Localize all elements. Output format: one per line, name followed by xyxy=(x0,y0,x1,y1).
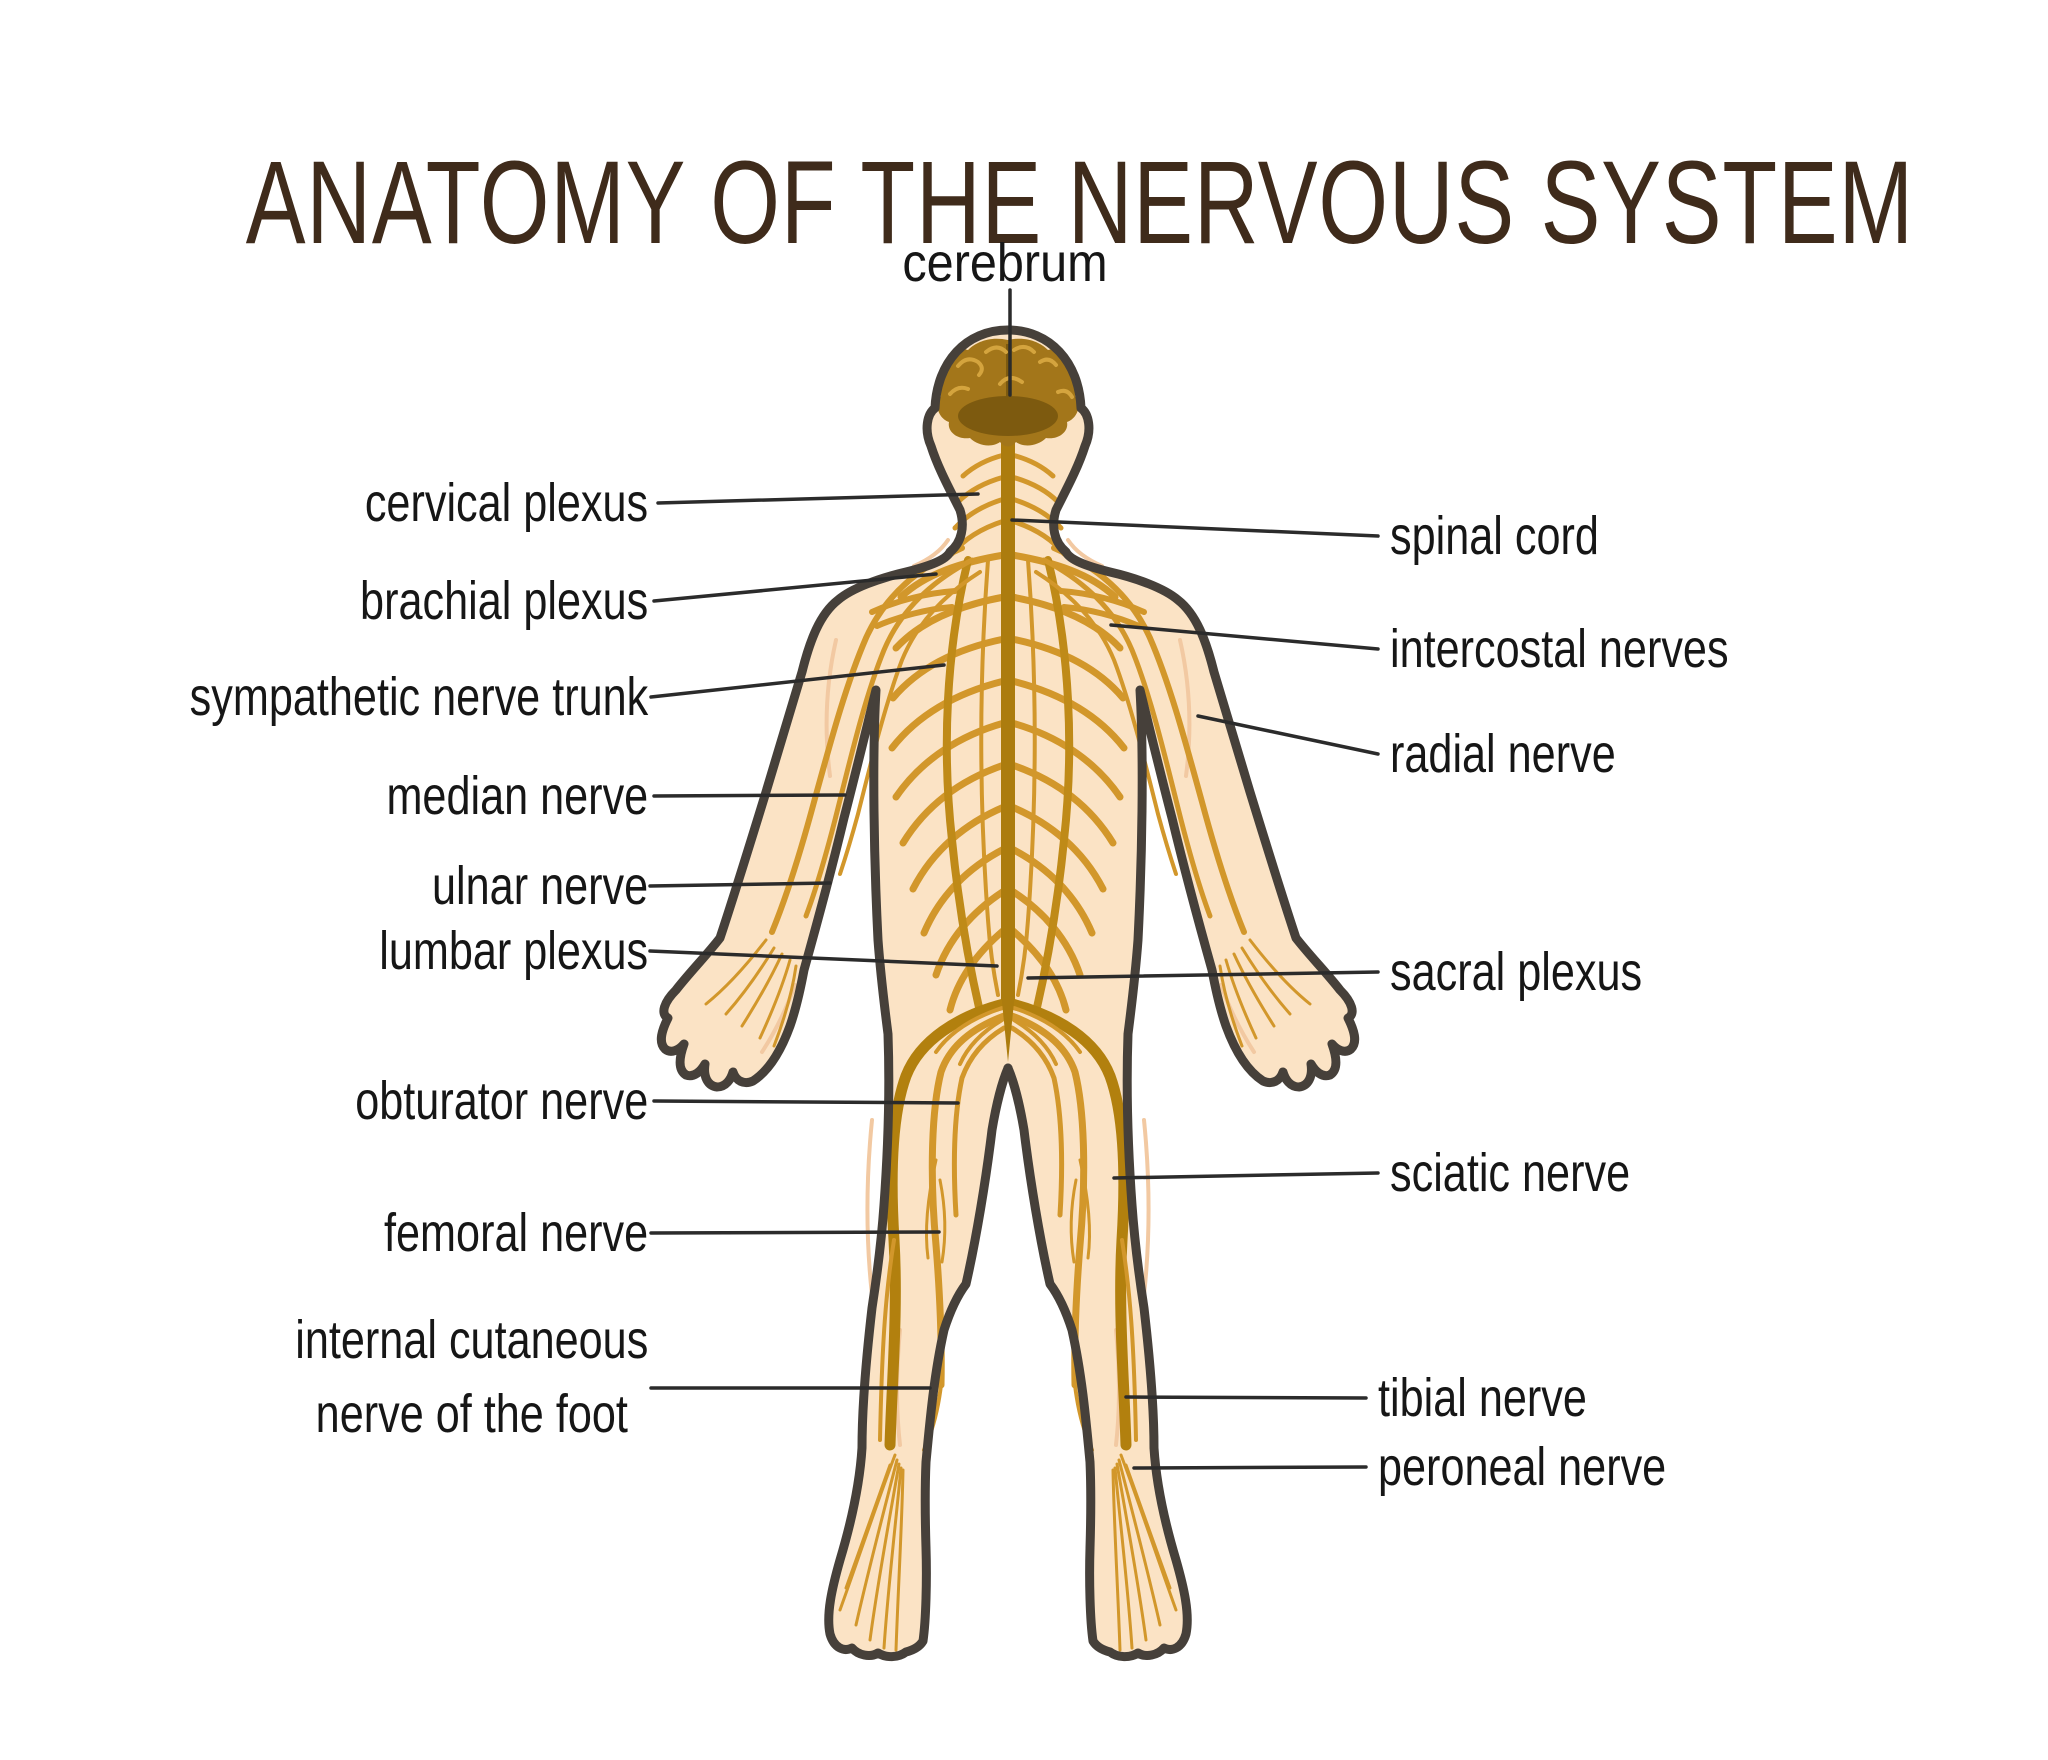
label-spinal-cord: spinal cord xyxy=(1390,506,1599,566)
label-radial-nerve: radial nerve xyxy=(1390,724,1616,784)
peroneal-nerve-line xyxy=(878,1238,896,1442)
label-line-2: nerve of the foot xyxy=(315,1384,628,1444)
paravertebral-chain xyxy=(979,558,1000,997)
label-sympathetic-nerve-trunk: sympathetic nerve trunk xyxy=(189,667,648,727)
label-median-nerve: median nerve xyxy=(386,766,648,826)
page-title: ANATOMY OF THE NERVOUS SYSTEM xyxy=(245,137,1914,269)
sciatic-nerve xyxy=(884,998,1010,1451)
label-cerebrum: cerebrum xyxy=(902,233,1108,293)
leader-brachial-plexus xyxy=(652,572,938,603)
leader-peroneal-nerve xyxy=(1132,1465,1368,1470)
leader-intercostal-nerves xyxy=(1109,623,1380,651)
foot-nerve-fan xyxy=(838,1453,905,1652)
label-sciatic-nerve: sciatic nerve xyxy=(1390,1143,1631,1203)
label-femoral-nerve: femoral nerve xyxy=(383,1203,648,1263)
label-internal-cutaneous-nerve-of-the-foot: internal cutaneous nerve of the foot xyxy=(295,1303,648,1451)
cerebellum xyxy=(958,396,1058,436)
leader-spinal-cord xyxy=(1010,518,1380,538)
label-lumbar-plexus: lumbar plexus xyxy=(379,921,648,981)
peripheral-nerves xyxy=(704,452,1010,1652)
leader-median-nerve xyxy=(652,793,847,798)
leader-lumbar-plexus xyxy=(648,949,999,968)
obturator-nerve xyxy=(951,1025,1007,1218)
cauda-equina-tip xyxy=(1001,992,1015,1062)
label-ulnar-nerve: ulnar nerve xyxy=(431,856,648,916)
leader-femoral-nerve xyxy=(649,1230,941,1235)
lumbar-plexus-fan xyxy=(934,1006,1004,1066)
body-silhouette xyxy=(661,330,1355,1657)
label-intercostal-nerves: intercostal nerves xyxy=(1390,619,1729,679)
label-peroneal-nerve: peroneal nerve xyxy=(1378,1437,1667,1497)
leader-lines xyxy=(648,288,1380,1470)
hand-nerve-fan xyxy=(704,938,798,1048)
label-sacral-plexus: sacral plexus xyxy=(1390,942,1643,1002)
leader-radial-nerve xyxy=(1196,714,1380,756)
leader-sympathetic-trunk xyxy=(649,663,946,699)
label-obturator-nerve: obturator nerve xyxy=(355,1071,648,1131)
sympathetic-nerve-trunk xyxy=(942,556,984,1016)
leader-tibial-nerve xyxy=(1124,1395,1368,1400)
leader-sacral-plexus xyxy=(1026,970,1380,980)
body-outline xyxy=(656,325,1354,1657)
arm-nerves xyxy=(769,545,982,935)
label-tibial-nerve: tibial nerve xyxy=(1378,1368,1587,1428)
leader-cervical-plexus xyxy=(656,492,980,505)
label-cervical-plexus: cervical plexus xyxy=(364,473,648,533)
leader-obturator-nerve xyxy=(652,1099,960,1105)
knee-nerve-branches xyxy=(924,1158,947,1264)
leader-ulnar-nerve xyxy=(648,881,832,888)
femoral-nerve xyxy=(928,1012,1008,1389)
leader-sciatic-nerve xyxy=(1112,1171,1380,1180)
label-line-1: internal cutaneous xyxy=(294,1310,648,1370)
label-brachial-plexus: brachial plexus xyxy=(359,571,648,631)
